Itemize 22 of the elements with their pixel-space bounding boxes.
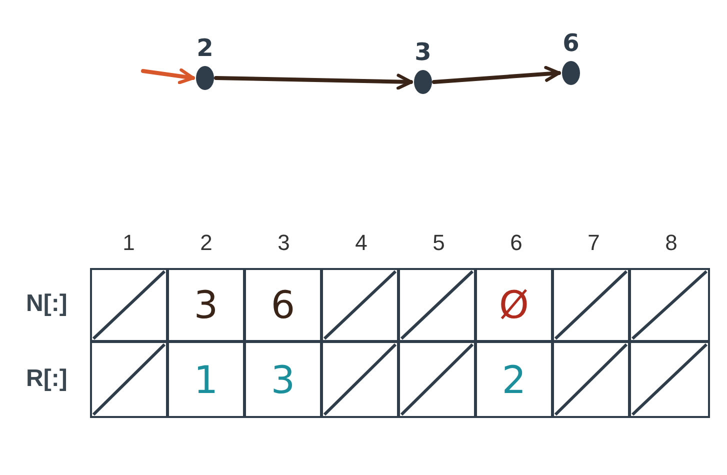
node-label: 6	[562, 29, 580, 57]
node-label: 2	[196, 34, 214, 62]
column-index: 1	[122, 230, 135, 256]
column-index: 7	[588, 230, 600, 256]
row-label: R[:]	[26, 365, 68, 393]
node-label: 3	[414, 38, 432, 66]
cell-value: Ø	[499, 283, 529, 327]
cell-value: 6	[270, 283, 296, 327]
arrow	[432, 66, 561, 84]
cell-value: 3	[194, 283, 218, 327]
column-index: 6	[510, 230, 522, 256]
arrow	[214, 74, 413, 90]
cell-value: 2	[502, 358, 526, 402]
arrow	[141, 68, 195, 84]
column-index: 5	[432, 230, 445, 256]
column-index: 8	[665, 230, 678, 256]
column-index: 2	[200, 230, 212, 256]
cell-value: 3	[270, 358, 296, 402]
cell-value: 1	[194, 358, 218, 402]
row-label: N[:]	[26, 290, 68, 318]
column-index: 3	[278, 230, 290, 256]
column-index: 4	[355, 230, 368, 256]
